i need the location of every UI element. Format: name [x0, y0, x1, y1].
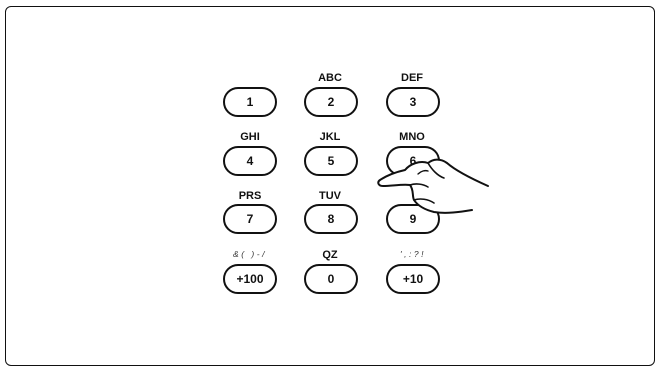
- pointing-hand-icon: [0, 0, 664, 374]
